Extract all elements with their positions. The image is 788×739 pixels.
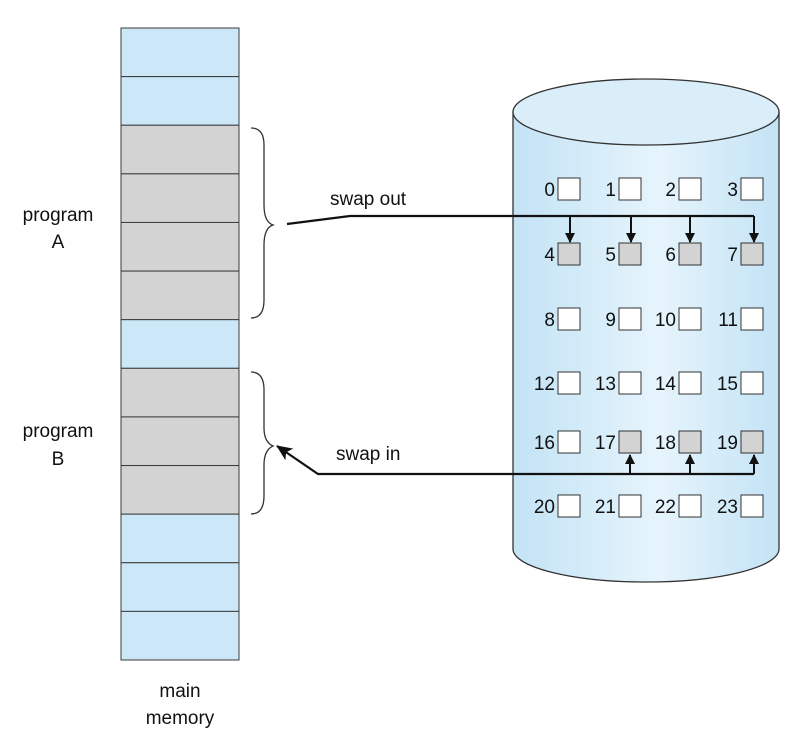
disk-block-label-4: 4 <box>544 245 555 266</box>
swap-out-label: swap out <box>330 189 407 210</box>
disk-block-label-10: 10 <box>655 310 676 331</box>
disk-top <box>512 78 780 146</box>
swap-in-label: swap in <box>336 444 400 465</box>
swap-out-arrow: swap out <box>286 189 759 243</box>
disk-block-label-5: 5 <box>605 245 616 266</box>
memory-caption-line1: main <box>159 681 200 702</box>
disk-block-18 <box>678 430 702 454</box>
memory-slot-7-used <box>120 367 240 418</box>
memory-slot-3-used <box>120 173 240 223</box>
disk-block-label-9: 9 <box>605 310 616 331</box>
disk-block-label-16: 16 <box>534 433 555 454</box>
disk-block-label-3: 3 <box>727 180 738 201</box>
memory-slot-4-used <box>120 221 240 272</box>
disk-block-8 <box>557 307 581 331</box>
disk-block-17 <box>618 430 642 454</box>
memory-slot-5-used <box>120 270 240 321</box>
disk-block-23 <box>740 494 764 518</box>
disk-block-22 <box>678 494 702 518</box>
disk-block-15 <box>740 371 764 395</box>
program-a-label-line1: program <box>23 205 94 226</box>
disk-block-13 <box>618 371 642 395</box>
disk-block-4 <box>557 242 581 266</box>
disk-body <box>512 111 780 583</box>
swap-out-line <box>286 214 754 226</box>
memory-slot-10-free <box>120 513 240 564</box>
memory-slot-6-free <box>120 319 240 369</box>
program-b-brace <box>250 371 275 515</box>
disk <box>512 78 780 583</box>
disk-block-20 <box>557 494 581 518</box>
disk-block-10 <box>678 307 702 331</box>
disk-block-label-8: 8 <box>544 310 555 331</box>
program-b-label-line2: B <box>52 449 65 470</box>
disk-block-label-11: 11 <box>718 310 738 331</box>
memory-slot-9-used <box>120 465 240 515</box>
disk-block-label-20: 20 <box>534 497 555 518</box>
disk-block-label-12: 12 <box>534 374 555 395</box>
disk-block-7 <box>740 242 764 266</box>
memory-caption-line2: memory <box>146 708 215 729</box>
disk-block-label-13: 13 <box>595 374 616 395</box>
memory-slot-0-free <box>120 27 240 78</box>
disk-block-2 <box>678 177 702 201</box>
disk-block-label-23: 23 <box>717 497 738 518</box>
memory-slot-8-used <box>120 416 240 467</box>
disk-block-label-2: 2 <box>665 180 676 201</box>
disk-block-label-17: 17 <box>595 433 616 454</box>
disk-block-14 <box>678 371 702 395</box>
program-b-label-line1: program <box>23 421 94 442</box>
disk-block-0 <box>557 177 581 201</box>
program-a-label-line2: A <box>52 232 65 253</box>
memory-slot-1-free <box>120 76 240 126</box>
memory-slot-2-used <box>120 124 240 175</box>
disk-block-label-7: 7 <box>727 245 738 266</box>
disk-block-label-15: 15 <box>717 374 738 395</box>
disk-block-label-19: 19 <box>717 433 738 454</box>
disk-block-11 <box>740 307 764 331</box>
disk-block-label-22: 22 <box>655 497 676 518</box>
disk-block-21 <box>618 494 642 518</box>
swap-in-line <box>276 445 754 476</box>
disk-block-label-18: 18 <box>655 433 676 454</box>
disk-block-1 <box>618 177 642 201</box>
disk-block-label-1: 1 <box>605 180 616 201</box>
disk-block-19 <box>740 430 764 454</box>
memory-slot-12-free <box>120 610 240 661</box>
disk-block-3 <box>740 177 764 201</box>
disk-block-label-14: 14 <box>655 374 677 395</box>
disk-block-5 <box>618 242 642 266</box>
memory-slot-11-free <box>120 562 240 612</box>
disk-block-label-21: 21 <box>595 497 616 518</box>
disk-block-label-0: 0 <box>544 180 555 201</box>
disk-block-label-6: 6 <box>665 245 676 266</box>
disk-block-6 <box>678 242 702 266</box>
disk-block-16 <box>557 430 581 454</box>
main-memory <box>120 27 240 661</box>
disk-block-12 <box>557 371 581 395</box>
program-a-brace <box>250 127 276 319</box>
swap-in-arrow: swap in <box>276 444 759 476</box>
disk-block-9 <box>618 307 642 331</box>
